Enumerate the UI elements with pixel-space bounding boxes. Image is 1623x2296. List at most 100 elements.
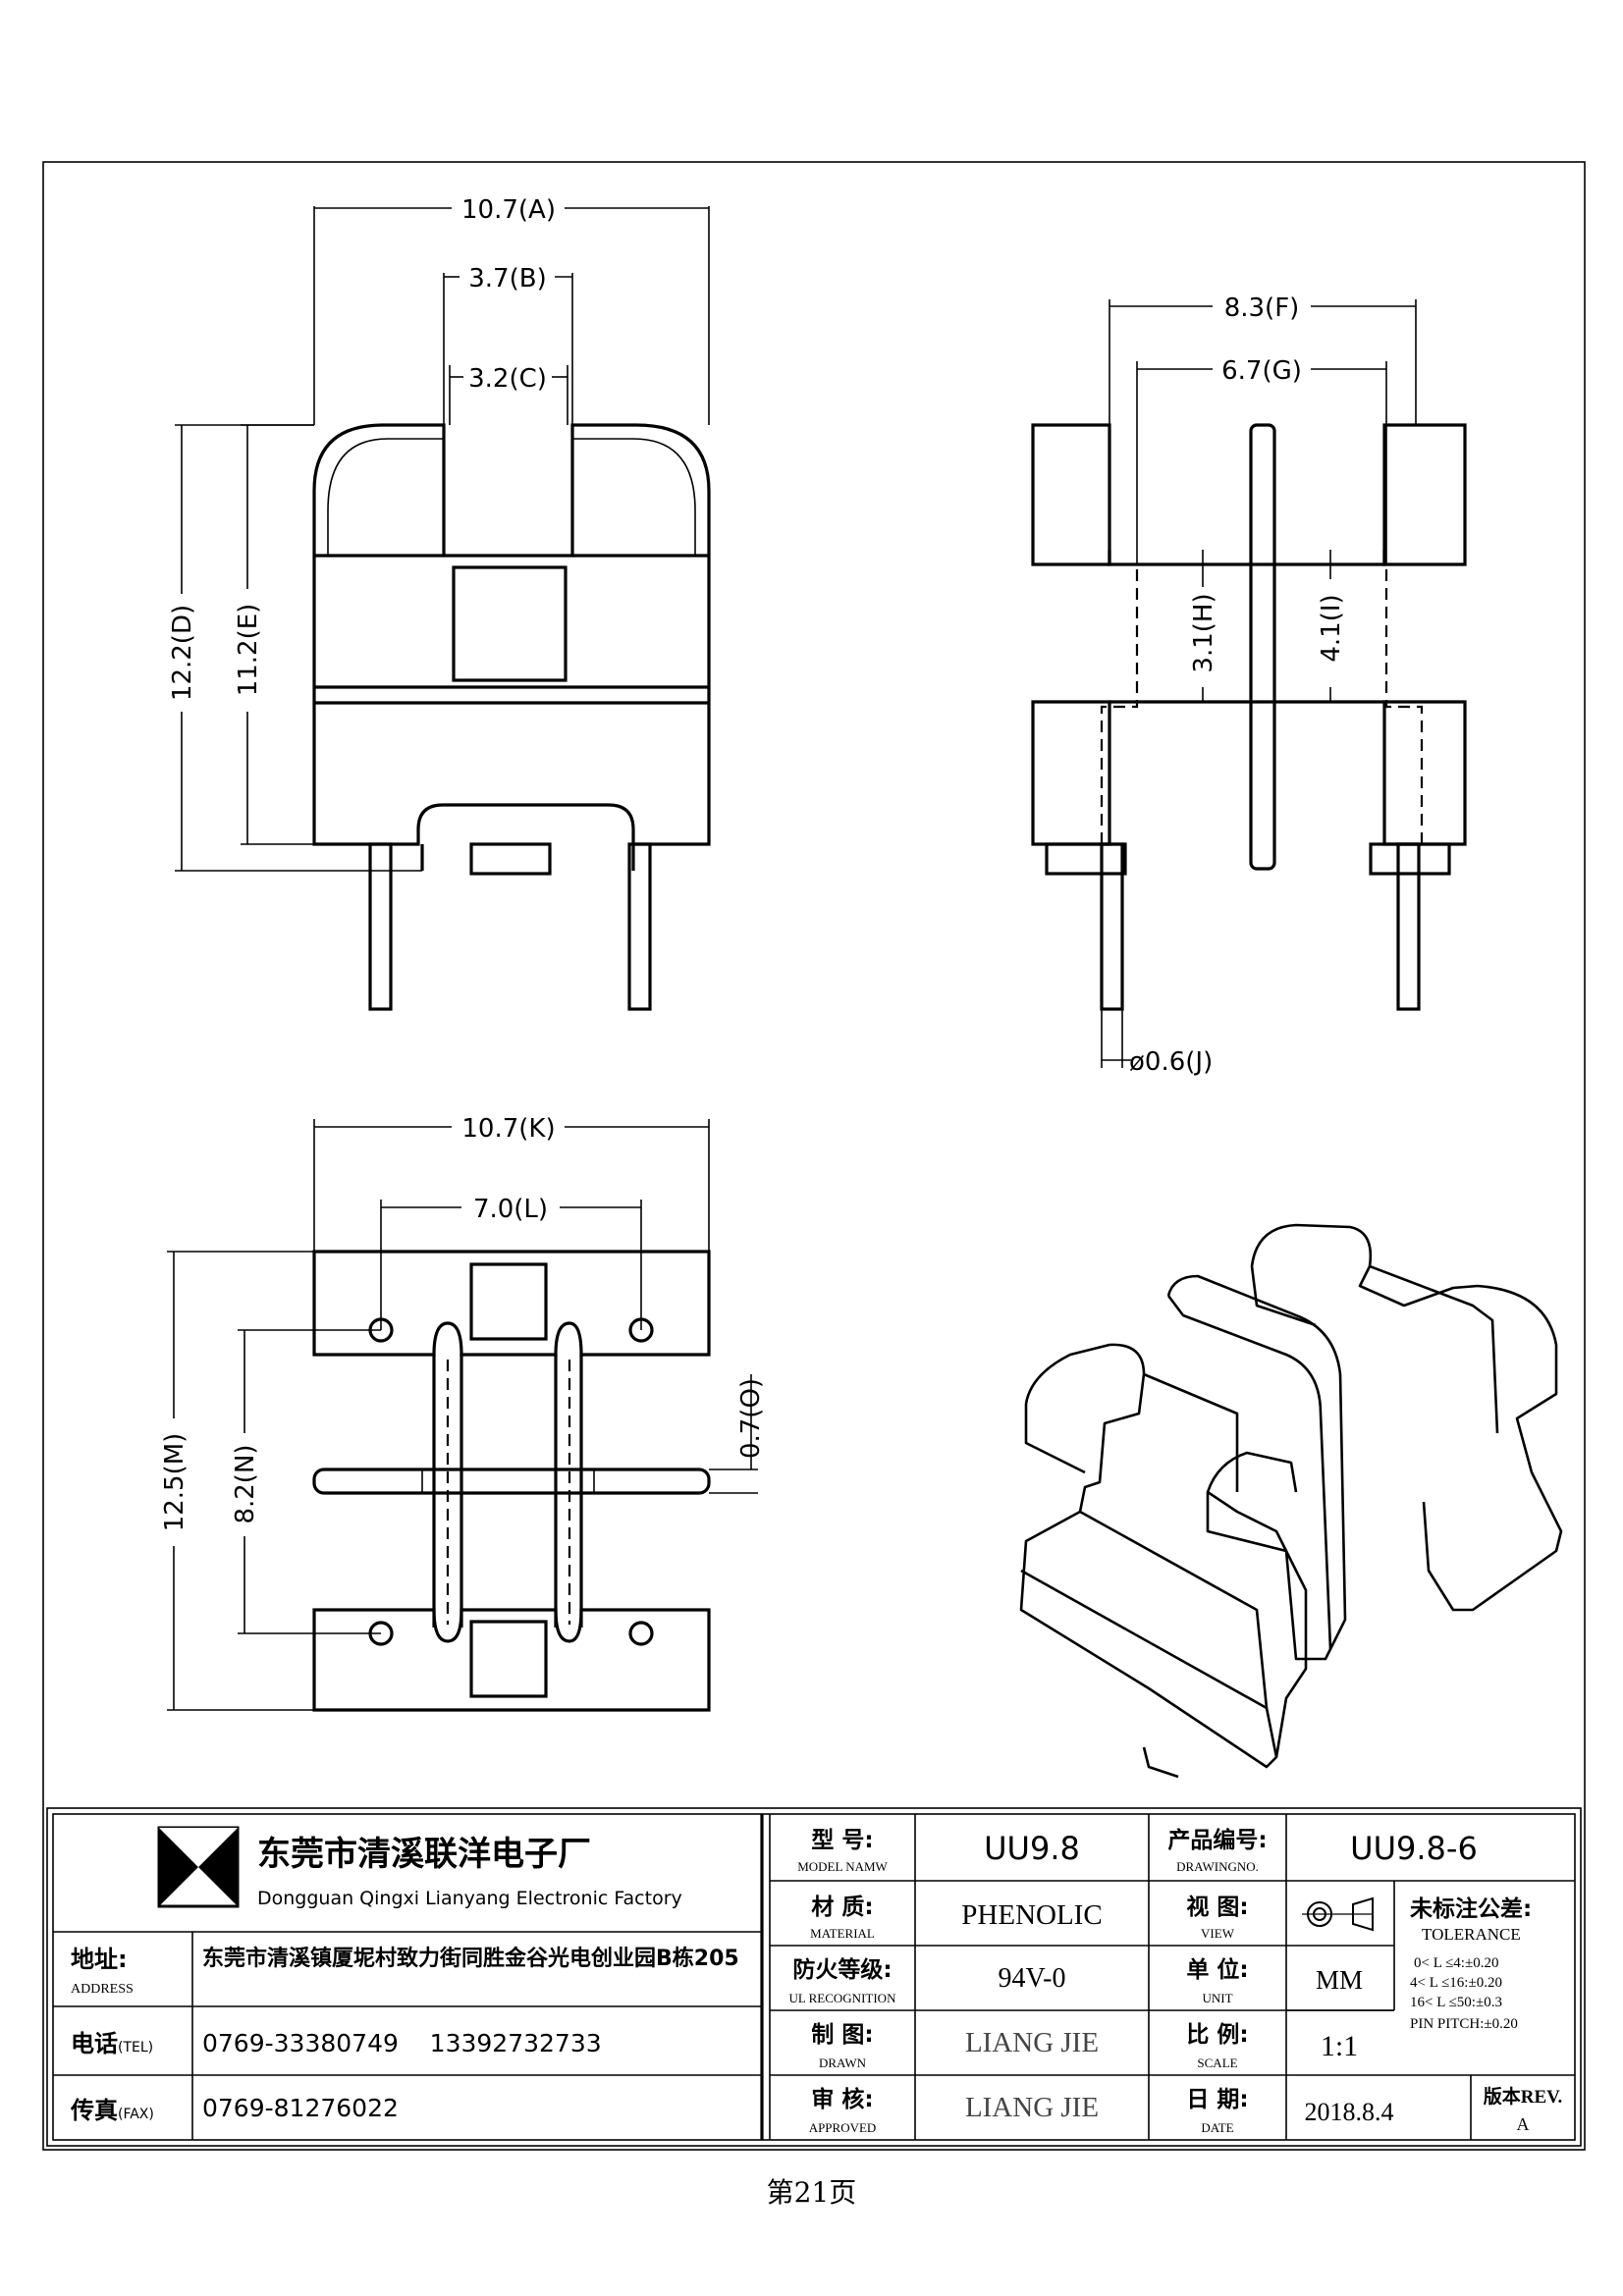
- front-left-flange-inner: [327, 438, 444, 556]
- scale-label-en: SCALE: [1197, 2056, 1237, 2070]
- iso-back-flange-edge: [1250, 1265, 1317, 1327]
- ul-label-en: UL RECOGNITION: [789, 1991, 897, 2005]
- dim-b-label: 3.7(B): [468, 264, 546, 294]
- dim-i-label: 4.1(I): [1317, 594, 1346, 662]
- bottom-top-window: [469, 1262, 548, 1341]
- model-label: 型 号:: [811, 1828, 873, 1853]
- dim-n-label: 8.2(N): [231, 1444, 260, 1523]
- bottom-view: 10.7(K) 7.0(L) 12.5(M) 8.2(N) 0.7(O): [160, 1114, 766, 1712]
- iso-slot: [1143, 1372, 1239, 1492]
- side-pin-left: [1100, 842, 1124, 1011]
- date-label: 日 期:: [1186, 2087, 1248, 2112]
- revision-label: 版本REV.: [1484, 2085, 1562, 2108]
- ul-value: 94V-0: [999, 1963, 1066, 1994]
- iso-back-flange: [1250, 1223, 1563, 1612]
- dim-g-label: 6.7(G): [1221, 356, 1302, 386]
- isometric-view: [1019, 1223, 1563, 1779]
- bottom-bottom-hole-right: [628, 1621, 654, 1646]
- drawing-no-value: UU9.8-6: [1350, 1830, 1478, 1867]
- dim-m-label: 12.5(M): [160, 1433, 189, 1532]
- material-value: PHENOLIC: [961, 1899, 1102, 1931]
- unit-label-en: UNIT: [1202, 1991, 1232, 2005]
- date-value: 2018.8.4: [1305, 2098, 1394, 2126]
- side-right-flange-top: [1382, 423, 1467, 566]
- drawing-no-label: 产品编号:: [1167, 1827, 1267, 1853]
- dim-k-label: 10.7(K): [461, 1114, 555, 1144]
- side-left-flange-bottom: [1031, 700, 1111, 846]
- bottom-middle-bar: [312, 1468, 711, 1495]
- iso-foot: [1142, 1746, 1179, 1779]
- bottom-bottom-window: [469, 1620, 548, 1698]
- drawn-value: LIANG JIE: [965, 2027, 1099, 2058]
- approved-label: 审 核:: [811, 2086, 873, 2112]
- model-value: UU9.8: [984, 1830, 1080, 1867]
- dim-j-label: ø0.6(J): [1129, 1047, 1213, 1077]
- front-pin-right: [627, 842, 652, 1011]
- tel-label-en: (TEL): [118, 2040, 153, 2056]
- side-foot-right: [1369, 842, 1451, 876]
- scale-label: 比 例:: [1186, 2022, 1248, 2048]
- dim-l-label: 7.0(L): [473, 1195, 548, 1224]
- front-view: 10.7(A) 3.7(B) 3.2(C) 12.2(D) 11.2(E): [168, 195, 711, 1011]
- iso-middle-flange-inner: [1166, 1295, 1332, 1650]
- tolerance-pin-pitch: PIN PITCH:±0.20: [1410, 2016, 1518, 2032]
- model-label-en: MODEL NAMW: [797, 1859, 888, 1874]
- scale-value: 1:1: [1321, 2030, 1358, 2062]
- iso-post-face: [1206, 1492, 1287, 1553]
- company-name-en: Dongguan Qingxi Lianyang Electronic Fact…: [257, 1888, 682, 1909]
- drawing-no-label-en: DRAWINGNO.: [1176, 1859, 1259, 1874]
- dim-h-label: 3.1(H): [1189, 593, 1218, 672]
- iso-front-body: [1019, 1343, 1308, 1769]
- front-center-foot: [469, 842, 552, 876]
- fax-label: 传真: [70, 2097, 118, 2124]
- tel-label: 电话: [71, 2030, 118, 2057]
- front-core-window: [452, 565, 568, 682]
- address-value: 东莞市清溪镇厦坭村致力街同胜金谷光电创业园B栋205: [202, 1946, 739, 1971]
- unit-value: MM: [1316, 1965, 1363, 1995]
- page-number: 第21页: [766, 2176, 857, 2209]
- dim-e-label: 11.2(E): [234, 604, 263, 697]
- title-block-outer: [46, 1807, 1582, 2147]
- approved-value: LIANG JIE: [965, 2092, 1099, 2123]
- dim-a-label: 10.7(A): [461, 195, 556, 225]
- front-pin-left: [368, 842, 393, 1011]
- approved-label-en: APPROVED: [809, 2120, 877, 2135]
- address-label-en: ADDRESS: [71, 1982, 134, 1997]
- company-name-cn: 东莞市清溪联洋电子厂: [257, 1835, 591, 1874]
- dim-o-label: 0.7(O): [736, 1378, 766, 1459]
- unit-label: 单 位:: [1186, 1956, 1248, 1983]
- tolerance-line-1: 0< L ≤4:±0.20: [1414, 1955, 1498, 1971]
- side-top-bar: [1108, 550, 1386, 566]
- revision-value: A: [1517, 2114, 1530, 2134]
- outer-frame: [42, 161, 1586, 2151]
- tolerance-line-2: 4< L ≤16:±0.20: [1410, 1975, 1502, 1991]
- side-hidden-right: [1384, 564, 1424, 844]
- tolerance-line-3: 16< L ≤50:±0.3: [1410, 1995, 1502, 2010]
- front-right-flange-inner: [572, 438, 696, 556]
- fax-label-en: (FAX): [118, 2107, 154, 2122]
- date-label-en: DATE: [1201, 2120, 1233, 2135]
- bottom-bottom-plate: [312, 1608, 711, 1712]
- side-center-post: [1249, 423, 1276, 871]
- title-block-inner: [52, 1813, 1576, 2141]
- side-pin-right: [1396, 842, 1421, 1011]
- dim-f-label: 8.3(F): [1224, 294, 1300, 323]
- fax-value: 0769-81276022: [202, 2094, 399, 2122]
- ul-label: 防火等级:: [792, 1956, 892, 1983]
- drawn-label: 制 图:: [811, 2022, 873, 2048]
- drawn-label-en: DRAWN: [819, 2056, 867, 2070]
- dim-c-label: 3.2(C): [468, 364, 547, 394]
- front-body: [312, 423, 711, 846]
- side-hidden-left: [1100, 564, 1139, 844]
- view-label: 视 图:: [1186, 1894, 1248, 1920]
- address-label: 地址:: [71, 1946, 128, 1973]
- tolerance-label: 未标注公差:: [1410, 1896, 1532, 1922]
- material-label-en: MATERIAL: [810, 1926, 875, 1941]
- iso-front-top-edge: [1079, 1510, 1269, 1709]
- material-label: 材 质:: [811, 1895, 873, 1920]
- tolerance-label-en: TOLERANCE: [1422, 1925, 1521, 1944]
- title-block: 东莞市清溪联洋电子厂 Dongguan Qingxi Lianyang Elec…: [46, 1807, 1582, 2147]
- projection-symbol-icon: [1302, 1896, 1374, 1932]
- side-view: 8.3(F) 6.7(G) 3.1(H) 4.1(I) ø0.6(J): [1031, 294, 1467, 1077]
